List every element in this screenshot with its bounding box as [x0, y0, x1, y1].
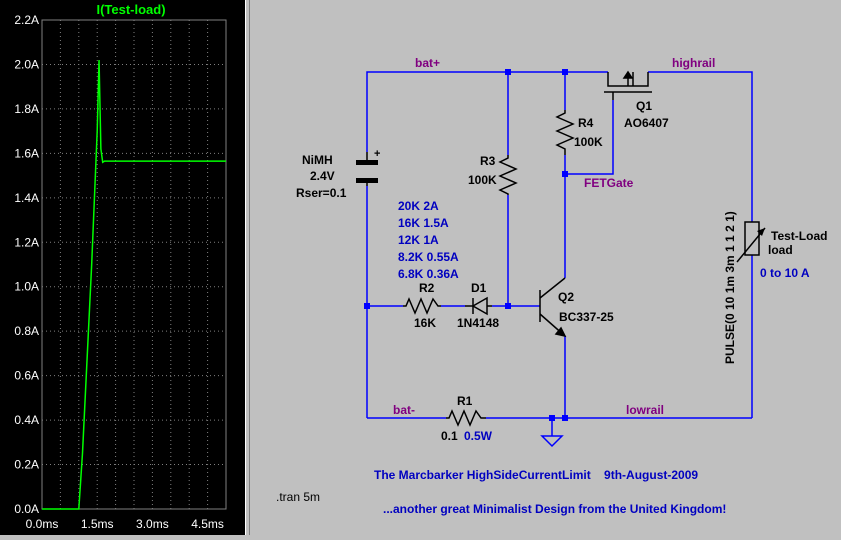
wire-gate-q1: [565, 100, 614, 175]
battery-rser: Rser=0.1: [296, 186, 347, 200]
load-range: 0 to 10 A: [760, 266, 810, 280]
note-line: 12K 1A: [398, 233, 439, 247]
test-load-symbol[interactable]: [736, 221, 766, 263]
y-tick-label: 1.2A: [14, 235, 39, 249]
r3-value: 100K: [468, 173, 497, 187]
y-tick-label: 0.0A: [14, 502, 39, 516]
q1-name: Q1: [636, 99, 652, 113]
y-tick-label: 1.4A: [14, 191, 39, 205]
net-label-bat-minus[interactable]: bat-: [393, 403, 415, 417]
junction-dot: [364, 303, 370, 309]
battery-plate-negative: [356, 178, 378, 183]
r3-resistor[interactable]: [498, 155, 518, 195]
schematic-pane[interactable]: + NiMH 2.4V Rser=0.1 R3 100K R4 100K Q1: [250, 0, 841, 535]
x-tick-label: 3.0ms: [136, 517, 169, 531]
net-label-bat-plus[interactable]: bat+: [415, 56, 440, 70]
d1-part: 1N4148: [457, 316, 499, 330]
y-tick-label: 0.4A: [14, 413, 39, 427]
r2-resistor[interactable]: [403, 297, 441, 315]
q2-transistor[interactable]: [539, 277, 567, 338]
q1-mosfet[interactable]: [604, 70, 652, 100]
schematic-title-line[interactable]: The Marcbarker HighSideCurrentLimit 9th-…: [374, 468, 698, 482]
note-line: 16K 1.5A: [398, 216, 449, 230]
q1-part: AO6407: [624, 116, 669, 130]
wire-highrail: [648, 71, 753, 222]
y-tick-label: 0.6A: [14, 369, 39, 383]
schematic-canvas[interactable]: + NiMH 2.4V Rser=0.1 R3 100K R4 100K Q1: [250, 0, 841, 535]
battery-name: NiMH: [302, 153, 333, 167]
junction-dot: [505, 69, 511, 75]
resistor-current-notes[interactable]: 20K 2A 16K 1.5A 12K 1A 8.2K 0.55A 6.8K 0…: [398, 199, 459, 281]
junction-dot: [562, 69, 568, 75]
d1-name: D1: [471, 281, 487, 295]
battery-voltage: 2.4V: [310, 169, 335, 183]
r2-name: R2: [419, 281, 435, 295]
q2-part: BC337-25: [559, 310, 614, 324]
note-line: 8.2K 0.55A: [398, 250, 459, 264]
load-type: load: [768, 243, 793, 257]
d1-diode[interactable]: [465, 296, 492, 316]
note-line: 20K 2A: [398, 199, 439, 213]
y-tick-label: 0.8A: [14, 324, 39, 338]
junctions: [364, 69, 568, 421]
note-line: 6.8K 0.36A: [398, 267, 459, 281]
r1-resistor[interactable]: [446, 409, 486, 427]
r4-resistor[interactable]: [555, 110, 575, 155]
r2-value: 16K: [414, 316, 436, 330]
waveform-plot[interactable]: I(Test-load) 2.2A 2.0A 1.8A 1.6A 1.4A 1.2A 1.0…: [0, 0, 245, 535]
net-label-highrail[interactable]: highrail: [672, 56, 715, 70]
r1-name: R1: [457, 394, 473, 408]
r1-value: 0.1: [441, 429, 458, 443]
battery-symbol[interactable]: +: [356, 148, 380, 186]
y-tick-label: 0.2A: [14, 458, 39, 472]
pane-splitter[interactable]: [245, 0, 250, 535]
wires: [366, 71, 753, 436]
waveform-plot-pane[interactable]: I(Test-load) 2.2A 2.0A 1.8A 1.6A 1.4A 1.2A 1.0…: [0, 0, 245, 535]
battery-plus-sign: +: [374, 148, 380, 160]
r4-name: R4: [578, 116, 594, 130]
load-pulse-source: PULSE(0 10 1m 3m 1 1 2 1): [723, 211, 737, 364]
ground-icon: [540, 435, 564, 448]
q2-name: Q2: [558, 290, 574, 304]
spice-directive[interactable]: .tran 5m: [276, 490, 320, 504]
load-name: Test-Load: [771, 229, 827, 243]
trace-label[interactable]: I(Test-load): [96, 2, 165, 17]
y-tick-label: 1.6A: [14, 146, 39, 160]
r4-value: 100K: [574, 135, 603, 149]
y-tick-label: 2.0A: [14, 57, 39, 71]
x-tick-label: 0.0ms: [26, 517, 59, 531]
r3-name: R3: [480, 154, 496, 168]
y-tick-label: 1.8A: [14, 102, 39, 116]
wire-bat-plus: [366, 71, 608, 152]
battery-plate-positive: [356, 160, 378, 165]
net-label-lowrail[interactable]: lowrail: [626, 403, 664, 417]
junction-dot: [562, 171, 568, 177]
trace-i-test-load[interactable]: [42, 59, 226, 510]
x-tick-label: 1.5ms: [81, 517, 114, 531]
junction-dot: [505, 303, 511, 309]
y-tick-label: 2.2A: [14, 13, 39, 27]
net-label-fetgate[interactable]: FETGate: [584, 176, 634, 190]
x-tick-label: 4.5ms: [191, 517, 224, 531]
r1-rating: 0.5W: [464, 429, 493, 443]
junction-dot: [562, 415, 568, 421]
junction-dot: [549, 415, 555, 421]
schematic-tagline[interactable]: ...another great Minimalist Design from …: [383, 502, 726, 516]
y-tick-label: 1.0A: [14, 280, 39, 294]
